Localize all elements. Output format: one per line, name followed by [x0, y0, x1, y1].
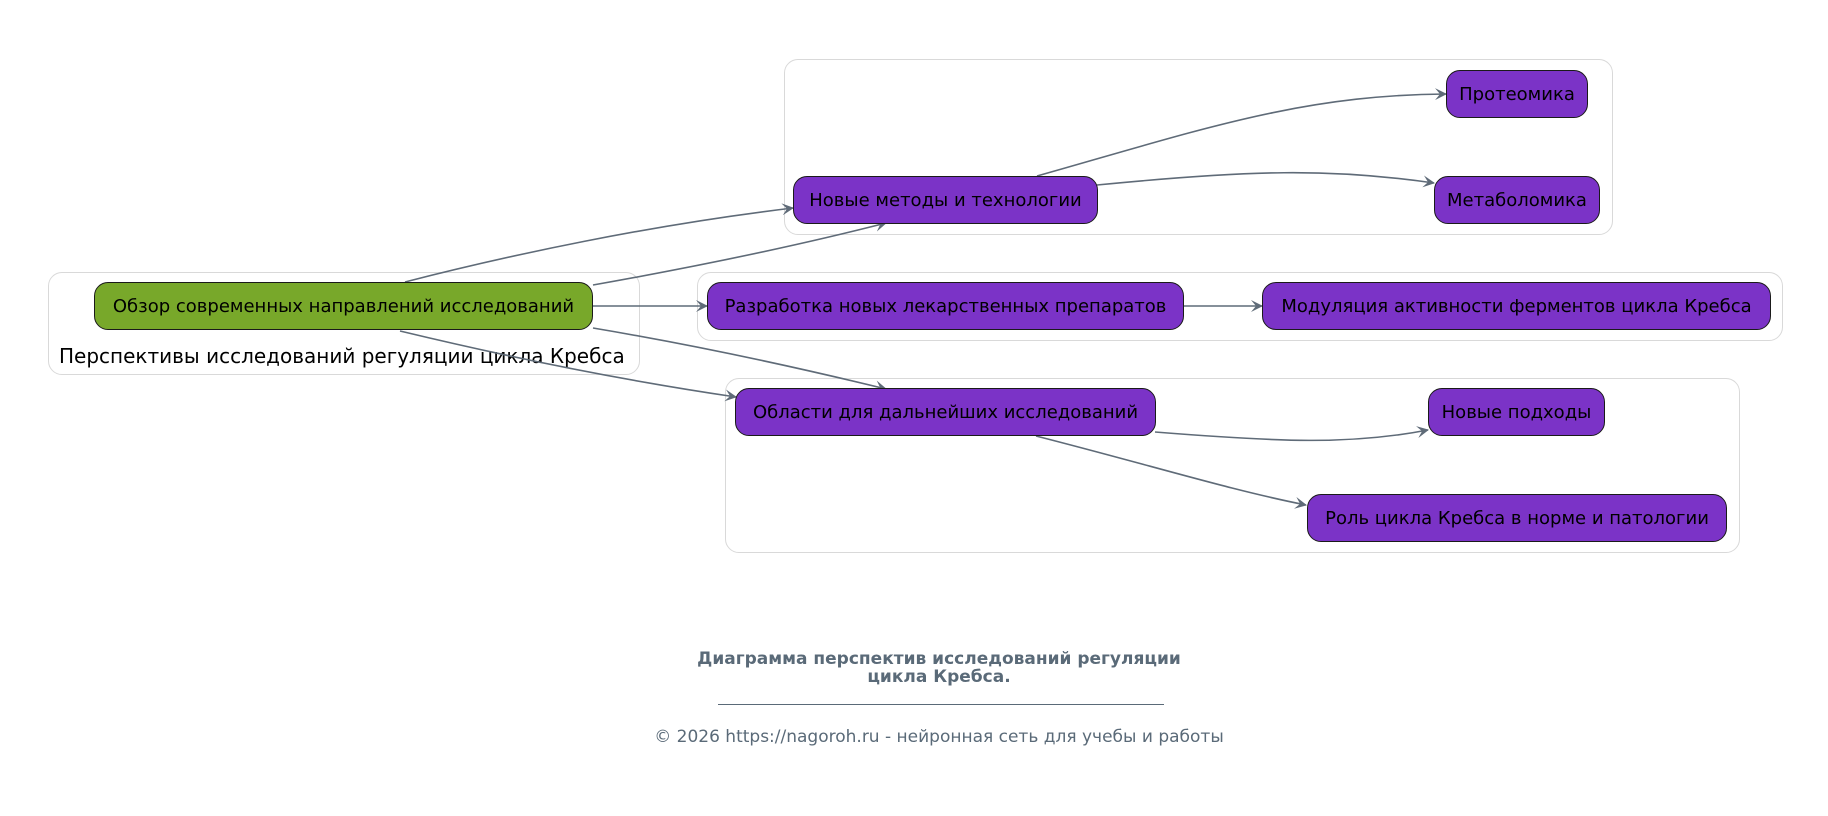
- node-role[interactable]: Роль цикла Кребса в норме и патологии: [1307, 494, 1727, 542]
- node-approaches[interactable]: Новые подходы: [1428, 388, 1605, 436]
- edge-areas-approaches: [1154, 426, 1429, 442]
- node-overview[interactable]: Обзор современных направлений исследован…: [94, 282, 593, 330]
- edge-overview-areas-1: [592, 327, 887, 393]
- node-areas[interactable]: Области для дальнейших исследований: [735, 388, 1156, 436]
- caption-line-1: Диаграмма перспектив исследований регуля…: [697, 649, 1181, 669]
- caption-line-2: цикла Кребса.: [867, 667, 1011, 687]
- edge-overview-areas-2: [399, 330, 737, 402]
- edge-overview-methods-1: [404, 203, 794, 283]
- cluster-methods: [784, 59, 1613, 235]
- cluster-root: [48, 272, 640, 375]
- caption-divider: [718, 704, 1164, 705]
- node-drugs[interactable]: Разработка новых лекарственных препарато…: [707, 282, 1184, 330]
- edge-areas-role: [1035, 435, 1307, 509]
- node-modulation[interactable]: Модуляция активности ферментов цикла Кре…: [1262, 282, 1771, 330]
- node-methods[interactable]: Новые методы и технологии: [793, 176, 1098, 224]
- edge-overview-methods-2: [592, 219, 887, 286]
- cluster-root-label: Перспективы исследований регуляции цикла…: [59, 344, 625, 368]
- cluster-areas: [725, 378, 1740, 553]
- node-proteomics[interactable]: Протеомика: [1446, 70, 1588, 118]
- footer-copyright: © 2026 https://nagoroh.ru - нейронная се…: [654, 727, 1224, 747]
- edge-methods-proteomics: [1036, 88, 1447, 177]
- node-metabolomics[interactable]: Метаболомика: [1434, 176, 1600, 224]
- edge-methods-metabolomics: [1096, 171, 1435, 188]
